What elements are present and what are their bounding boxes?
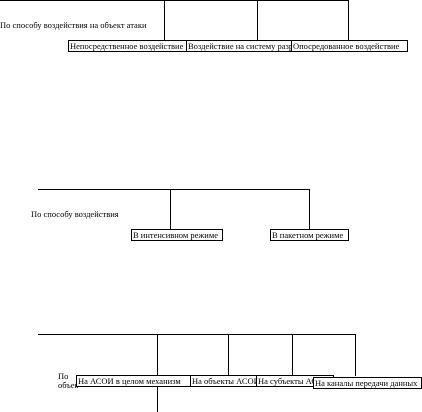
group-1-header-line xyxy=(0,0,349,1)
group-2-connector-1 xyxy=(170,189,171,230)
group-3-connector-2 xyxy=(228,334,229,376)
group-3-label: По объекту атаки xyxy=(58,372,78,392)
group-1-connector-2 xyxy=(257,0,258,41)
group-3-lower-connector xyxy=(157,386,158,412)
group-2-node-1: В интенсивном режиме xyxy=(131,229,223,241)
group-3-node-4: На каналы передачи данных xyxy=(313,377,422,389)
group-2-node-2: В пакетном режиме xyxy=(270,229,349,241)
group-1-label: По способу воздействия на объект атаки xyxy=(0,20,147,30)
group-3-connector-1 xyxy=(157,334,158,376)
group-1-node-1: Непосредственное воздействие на объект а… xyxy=(68,40,187,52)
group-2-header-line xyxy=(38,189,310,190)
group-3-node-1: На АСОИ в целом механизм xyxy=(76,375,192,387)
group-1-connector-1 xyxy=(164,0,165,41)
group-2-connector-2 xyxy=(309,189,310,230)
group-3-header-line xyxy=(38,334,356,335)
group-3-connector-4 xyxy=(355,334,356,376)
group-2-label: По способу воздействия xyxy=(31,209,119,219)
group-3-node-2: На объекты АСОИ xyxy=(190,375,257,387)
group-1-node-2: Воздействие на систему разрешений xyxy=(186,40,293,52)
group-3-connector-3 xyxy=(292,334,293,376)
group-1-connector-3 xyxy=(348,0,349,41)
group-1-node-3: Опосредованное воздействие xyxy=(291,40,408,52)
